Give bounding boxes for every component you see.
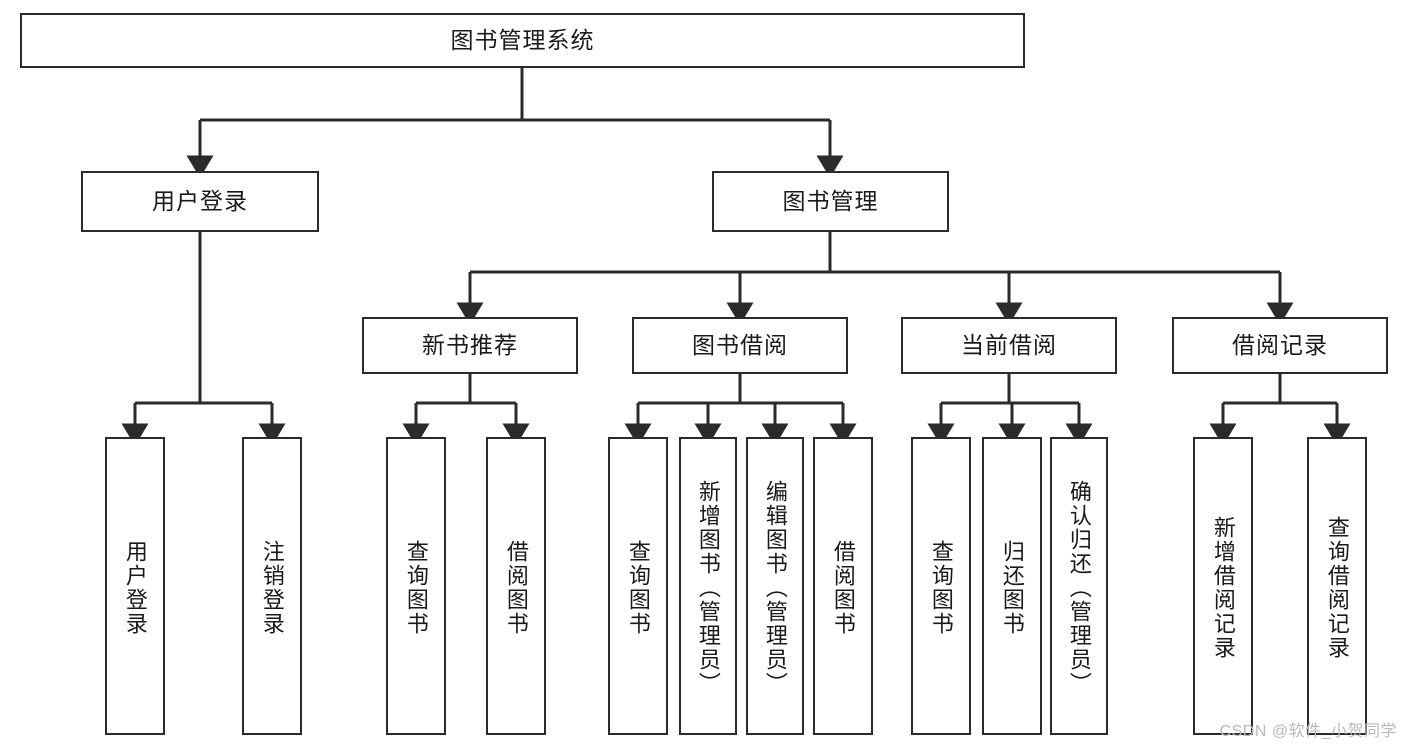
- leaf-node-label: 新增借阅记录: [1210, 516, 1236, 660]
- node-borrow-records-label: 借阅记录: [1232, 331, 1328, 358]
- leaf-node[interactable]: 编辑图书（管理员）: [746, 437, 804, 735]
- leaf-node-label: 确认归还（管理员）: [1066, 480, 1092, 696]
- node-book-management-label: 图书管理: [782, 187, 879, 214]
- leaf-node-label: 查询图书: [403, 540, 429, 636]
- leaf-node-label: 借阅图书: [503, 540, 529, 636]
- leaf-node[interactable]: 新增图书（管理员）: [679, 437, 737, 735]
- leaf-node-label: 归还图书: [999, 540, 1025, 636]
- leaf-node[interactable]: 归还图书: [982, 437, 1042, 735]
- leaf-node[interactable]: 查询图书: [608, 437, 668, 735]
- leaf-node[interactable]: 查询借阅记录: [1307, 437, 1367, 735]
- leaf-node[interactable]: 借阅图书: [486, 437, 546, 735]
- node-current-borrow[interactable]: 当前借阅: [901, 317, 1117, 374]
- leaf-node[interactable]: 新增借阅记录: [1193, 437, 1253, 735]
- node-book-borrow-label: 图书借阅: [692, 331, 788, 358]
- leaf-node-label: 查询图书: [625, 540, 651, 636]
- leaf-node-label: 查询图书: [928, 540, 954, 636]
- node-current-borrow-label: 当前借阅: [961, 331, 1057, 358]
- leaf-node-label: 编辑图书（管理员）: [762, 480, 788, 696]
- leaf-node[interactable]: 查询图书: [911, 437, 971, 735]
- node-new-book-recommend[interactable]: 新书推荐: [362, 317, 578, 374]
- leaf-node-label: 注销登录: [259, 540, 285, 636]
- node-book-borrow[interactable]: 图书借阅: [632, 317, 848, 374]
- node-borrow-records[interactable]: 借阅记录: [1172, 317, 1388, 374]
- leaf-node[interactable]: 查询图书: [386, 437, 446, 735]
- leaf-node[interactable]: 确认归还（管理员）: [1050, 437, 1108, 735]
- node-new-book-recommend-label: 新书推荐: [422, 331, 518, 358]
- leaf-node[interactable]: 用户登录: [105, 437, 165, 735]
- node-root-label: 图书管理系统: [450, 26, 595, 53]
- node-book-management[interactable]: 图书管理: [712, 171, 949, 232]
- node-root[interactable]: 图书管理系统: [20, 13, 1025, 68]
- leaf-node-label: 用户登录: [122, 540, 148, 636]
- leaf-node-label: 借阅图书: [830, 540, 856, 636]
- node-user-login[interactable]: 用户登录: [81, 171, 319, 232]
- leaf-node[interactable]: 借阅图书: [813, 437, 873, 735]
- leaf-node-label: 查询借阅记录: [1324, 516, 1350, 660]
- leaf-node-label: 新增图书（管理员）: [695, 480, 721, 696]
- node-user-login-label: 用户登录: [152, 187, 248, 214]
- leaf-node[interactable]: 注销登录: [242, 437, 302, 735]
